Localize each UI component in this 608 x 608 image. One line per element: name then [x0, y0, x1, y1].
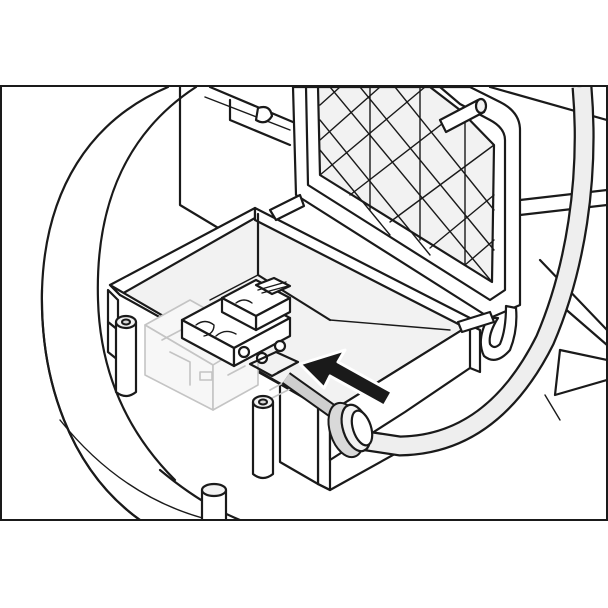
- mesh-grid: [319, 87, 495, 283]
- terminal-block: [180, 276, 300, 378]
- power-cable: [277, 87, 595, 457]
- cable-gland: [327, 401, 374, 459]
- standoff-posts: [114, 314, 275, 519]
- hinged-lid-with-mesh: [268, 87, 522, 361]
- insertion-arrow: [298, 348, 394, 408]
